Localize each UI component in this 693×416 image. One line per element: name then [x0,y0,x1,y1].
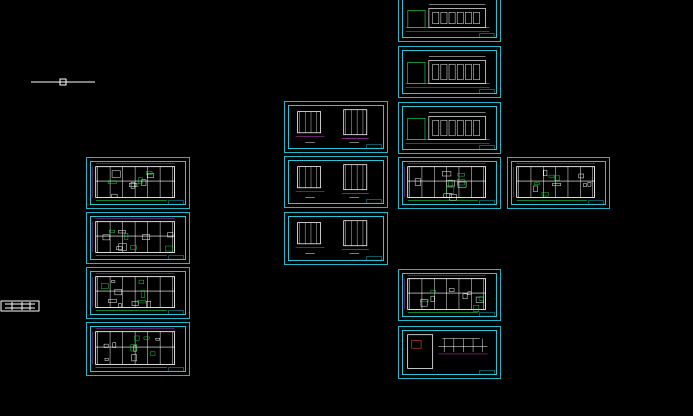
floor-plan-drawing [404,163,495,205]
sheet-border [288,216,384,261]
sheet-border [288,105,384,149]
sheet-border [90,161,186,205]
sheet-border [402,0,497,38]
drawing-sheet-detail-1[interactable] [284,101,388,153]
floor-plan-drawing [92,328,184,372]
drawing-sheet-section-1[interactable] [398,326,501,379]
detail-drawing [295,164,382,204]
floor-plan-drawing [404,275,495,317]
drawing-sheet-plan-3[interactable] [86,267,190,319]
elevation-drawing [405,112,495,150]
detail-drawing [295,220,382,261]
floor-plan-drawing [92,218,184,260]
sheet-border [402,161,497,205]
drawing-sheet-plan-1[interactable] [86,157,190,209]
drawing-sheet-plan-7[interactable] [398,269,501,321]
drawing-sheet-elev-2[interactable] [398,46,501,98]
drawing-sheet-plan-5[interactable] [398,157,501,209]
drawing-sheet-plan-6[interactable] [507,157,610,209]
sheet-border [288,160,384,204]
drawing-sheet-detail-3[interactable] [284,212,388,265]
sheet-border [90,271,186,315]
floor-plan-drawing [92,273,184,315]
detail-drawing [295,109,382,149]
section-drawing [407,334,495,375]
sheet-border [402,50,497,94]
sheet-border [402,106,497,150]
model-space-label-icon [0,300,40,312]
sheet-border [402,273,497,317]
sheet-border [90,216,186,260]
drawing-sheet-detail-2[interactable] [284,156,388,208]
floor-plan-drawing [92,163,184,205]
elevation-drawing [405,4,495,38]
drawing-sheet-plan-2[interactable] [86,212,190,264]
sheet-border [511,161,606,205]
drawing-sheet-elev-3[interactable] [398,102,501,154]
sheet-border [402,330,497,375]
drawing-sheet-plan-4[interactable] [86,322,190,376]
drawing-sheet-elev-1[interactable] [398,0,501,42]
sheet-border [90,326,186,372]
floor-plan-drawing [513,163,604,205]
elevation-drawing [405,56,495,94]
cad-crosshair-cursor-icon [31,78,95,86]
